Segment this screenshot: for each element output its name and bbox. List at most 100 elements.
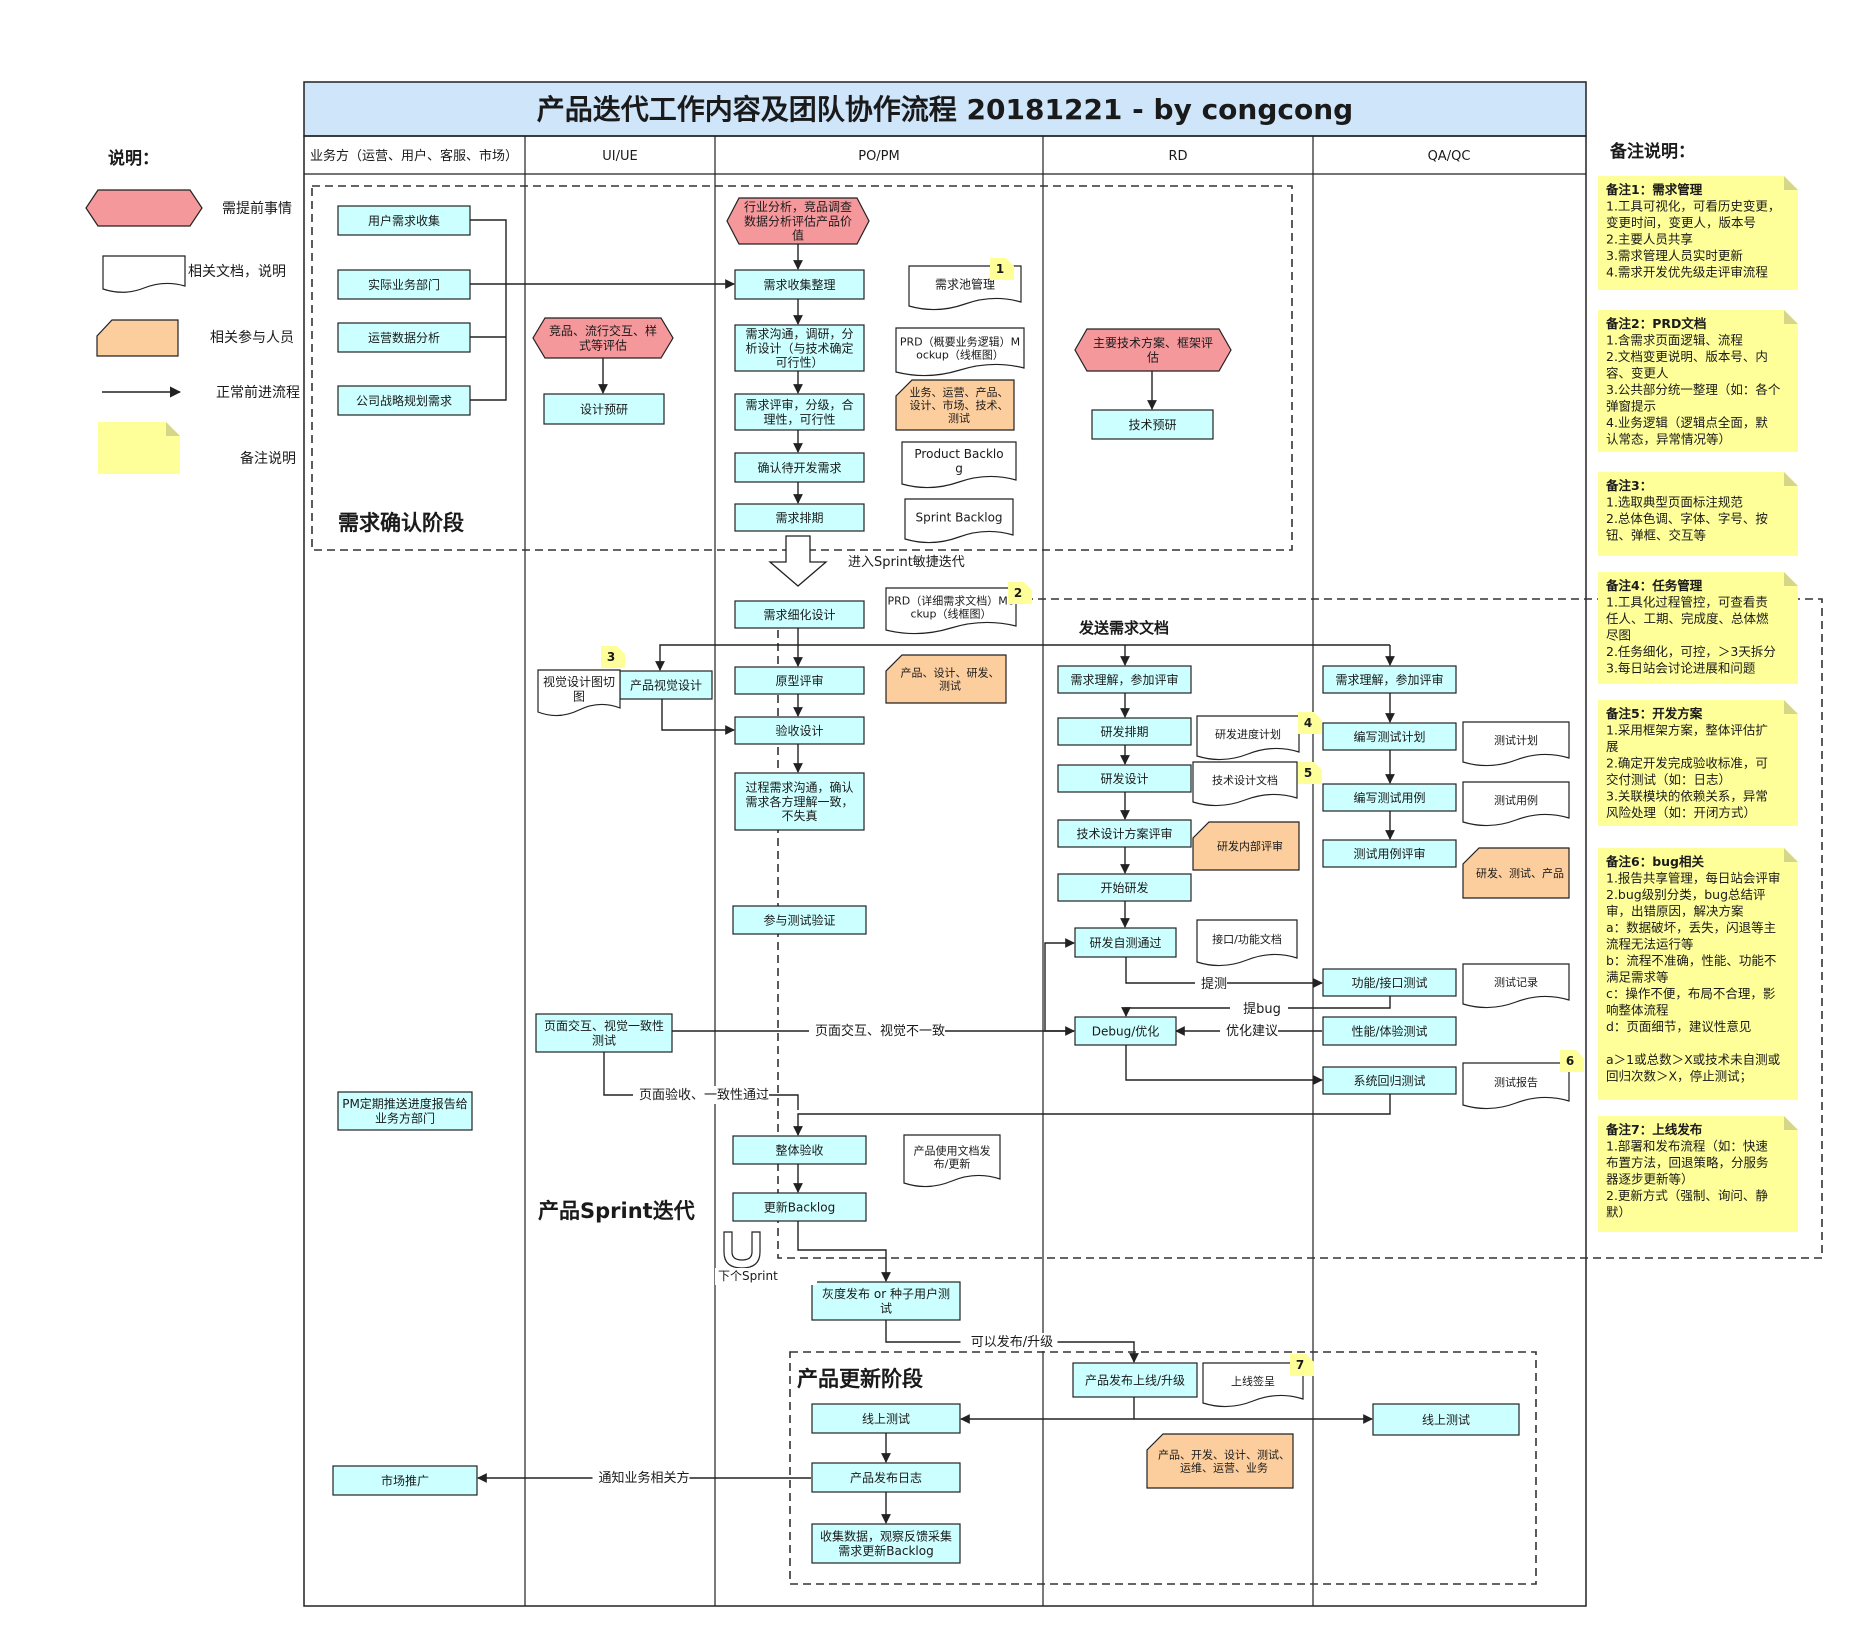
pm-gray-release[interactable] bbox=[811, 1281, 961, 1321]
note-badge-number: 3 bbox=[607, 650, 615, 664]
rd-self-test[interactable] bbox=[1074, 927, 1177, 958]
pm-communicate[interactable] bbox=[734, 324, 865, 372]
pm-review[interactable] bbox=[734, 393, 865, 431]
rd-doc-design[interactable] bbox=[1192, 761, 1298, 807]
qa-online-test-label: 线上测试 bbox=[1422, 1412, 1470, 1427]
pm-schedule[interactable] bbox=[734, 503, 865, 532]
biz-strategy[interactable] bbox=[337, 385, 471, 416]
pm-doc-prd-detail[interactable] bbox=[885, 587, 1017, 635]
note-badge-number: 1 bbox=[996, 262, 1004, 276]
ui-consistency-test[interactable] bbox=[535, 1013, 673, 1053]
qa-understand-review-label: 需求理解，参加评审 bbox=[1335, 672, 1443, 687]
biz-marketing[interactable] bbox=[332, 1465, 478, 1496]
rd-tech-eval[interactable] bbox=[1074, 328, 1232, 372]
note-card-fold bbox=[1784, 310, 1798, 324]
rd-people-internal-review[interactable] bbox=[1192, 821, 1300, 871]
qa-understand-review[interactable] bbox=[1322, 665, 1457, 694]
pm-doc-user-manual-label: 产品使用文档发布/更新 bbox=[914, 1143, 991, 1170]
biz-pm-report[interactable] bbox=[337, 1091, 473, 1131]
pm-industry-analysis[interactable] bbox=[726, 197, 870, 245]
pm-doc-sprint-backlog[interactable] bbox=[904, 498, 1014, 544]
qa-test-plan[interactable] bbox=[1322, 722, 1457, 751]
biz-ops-data[interactable] bbox=[337, 322, 471, 353]
label-notify-biz-bg bbox=[592, 1469, 690, 1487]
pm-people-review[interactable] bbox=[895, 379, 1015, 431]
note-badge[interactable] bbox=[1008, 582, 1032, 604]
qa-case-review[interactable] bbox=[1322, 839, 1457, 868]
rd-design[interactable] bbox=[1057, 764, 1192, 793]
pm-update-backlog[interactable] bbox=[732, 1192, 867, 1222]
pm-people-design-review[interactable] bbox=[885, 654, 1007, 704]
ui-visual-design[interactable] bbox=[619, 670, 713, 700]
qa-regression-test[interactable] bbox=[1322, 1066, 1457, 1095]
qa-people-case-review[interactable] bbox=[1462, 847, 1570, 899]
note-card bbox=[1598, 472, 1798, 556]
lane-header-ui: UI/UE bbox=[602, 149, 637, 164]
pm-feedback[interactable] bbox=[811, 1523, 961, 1564]
pm-refine[interactable] bbox=[734, 600, 865, 629]
qa-doc-record[interactable] bbox=[1462, 963, 1570, 1009]
note-card bbox=[1598, 848, 1798, 1100]
note-line: 3.公共部分统一整理（如：各个 bbox=[1606, 382, 1781, 397]
qa-online-test[interactable] bbox=[1372, 1403, 1520, 1436]
note-badge[interactable] bbox=[1298, 712, 1322, 734]
label-submit-test-bg bbox=[1195, 975, 1227, 993]
note-line: 默） bbox=[1606, 1205, 1631, 1220]
rd-doc-progress-plan[interactable] bbox=[1196, 715, 1300, 761]
note-line: 1.报告共享管理，每日站会评审 bbox=[1606, 871, 1780, 886]
rd-debug[interactable] bbox=[1074, 1016, 1177, 1046]
ui-slice-doc[interactable] bbox=[537, 669, 621, 717]
edge-biz-bracket bbox=[470, 219, 507, 401]
note-badge[interactable] bbox=[601, 646, 625, 668]
phase-frame-release bbox=[789, 1351, 1537, 1585]
rd-doc-signoff[interactable] bbox=[1202, 1362, 1304, 1408]
biz-user-needs[interactable] bbox=[337, 205, 471, 236]
pm-acceptance-design[interactable] bbox=[734, 716, 865, 745]
biz-departments[interactable] bbox=[337, 269, 471, 300]
rd-design-review[interactable] bbox=[1057, 819, 1192, 848]
note-card-fold bbox=[1784, 1116, 1798, 1130]
note-badge[interactable] bbox=[1560, 1050, 1584, 1072]
note-line: c：操作不便，布局不合理，影 bbox=[1606, 986, 1776, 1001]
note-badge[interactable] bbox=[1298, 762, 1322, 784]
rd-doc-interface[interactable] bbox=[1196, 919, 1298, 967]
note-line: a＞1或总数＞X或技术未自测或 bbox=[1606, 1052, 1781, 1067]
pm-doc-backlog-pool-label: 需求池管理 bbox=[935, 276, 995, 291]
note-line: 3.每日站会讨论进展和问题 bbox=[1606, 661, 1756, 676]
qa-doc-plan[interactable] bbox=[1462, 721, 1570, 767]
rd-schedule[interactable] bbox=[1057, 717, 1192, 746]
pm-doc-prd-outline[interactable] bbox=[895, 327, 1025, 377]
qa-doc-report[interactable] bbox=[1462, 1062, 1570, 1110]
flow-label-layer: 进入Sprint敏捷迭代发送需求文档提测提bug优化建议页面交互、视觉不一致页面… bbox=[592, 553, 1288, 1487]
phase-title-sprint: 产品Sprint迭代 bbox=[538, 1199, 695, 1223]
rd-tech-research[interactable] bbox=[1091, 409, 1214, 440]
pm-online-test[interactable] bbox=[811, 1403, 961, 1434]
note-badge[interactable] bbox=[990, 258, 1014, 280]
pm-confirm[interactable] bbox=[734, 452, 865, 483]
ui-design-research[interactable] bbox=[543, 393, 665, 425]
qa-performance-test[interactable] bbox=[1322, 1016, 1457, 1046]
pm-prototype-review-label: 原型评审 bbox=[775, 673, 823, 688]
ui-visual-design-label: 产品视觉设计 bbox=[630, 677, 702, 692]
pm-doc-product-backlog[interactable] bbox=[901, 441, 1017, 489]
note-card-fold bbox=[1784, 176, 1798, 190]
pm-doc-user-manual[interactable] bbox=[903, 1134, 1001, 1188]
pm-test-verify[interactable] bbox=[732, 905, 867, 935]
qa-doc-cases[interactable] bbox=[1462, 781, 1570, 827]
rd-understand-review[interactable] bbox=[1057, 665, 1192, 694]
qa-test-plan-label: 编写测试计划 bbox=[1353, 729, 1425, 744]
pm-final-acceptance[interactable] bbox=[732, 1135, 867, 1165]
pm-collect[interactable] bbox=[734, 269, 865, 300]
pm-release-notes[interactable] bbox=[811, 1462, 961, 1493]
sprint-entry-arrow bbox=[768, 535, 828, 587]
pm-prototype-review[interactable] bbox=[734, 666, 865, 695]
qa-test-cases[interactable] bbox=[1322, 783, 1457, 812]
pm-alignment[interactable] bbox=[734, 772, 865, 831]
rd-people-release[interactable] bbox=[1146, 1433, 1294, 1489]
qa-function-test[interactable] bbox=[1322, 968, 1457, 997]
note-badge[interactable] bbox=[1290, 1354, 1314, 1376]
rd-release[interactable] bbox=[1072, 1362, 1198, 1398]
rd-start-dev[interactable] bbox=[1057, 873, 1192, 902]
ui-competitor-eval[interactable] bbox=[532, 317, 674, 359]
